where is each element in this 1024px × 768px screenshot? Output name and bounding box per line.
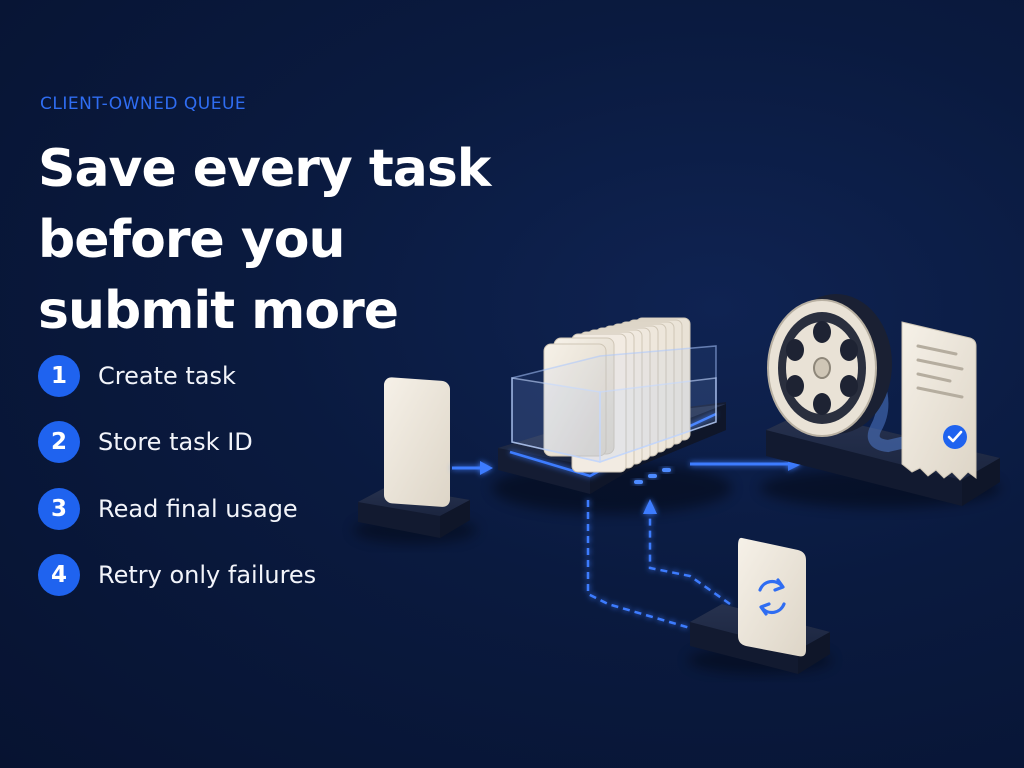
step-number-badge: 3	[38, 488, 80, 530]
step-label: Create task	[98, 362, 236, 390]
eyebrow-label: CLIENT-OWNED QUEUE	[40, 94, 247, 114]
queued-task-cards	[543, 317, 691, 473]
step-label: Store task ID	[98, 428, 253, 456]
step-label: Read final usage	[98, 495, 298, 523]
step-label: Retry only failures	[98, 561, 317, 589]
headline: Save every task before you submit more	[38, 139, 491, 341]
output-station	[760, 294, 1000, 508]
input-task-card	[384, 377, 450, 507]
retry-loop-path	[586, 499, 731, 630]
usage-receipt	[901, 321, 977, 481]
step-item-retry-only-failures: 4 Retry only failures	[38, 554, 316, 596]
retry-task-station	[688, 537, 832, 674]
check-circle-icon	[943, 425, 967, 449]
refresh-icon	[758, 578, 786, 616]
step-item-read-final-usage: 3 Read final usage	[38, 488, 298, 530]
step-number-badge: 2	[38, 421, 80, 463]
retry-task-card	[738, 537, 806, 657]
input-task-station	[353, 377, 477, 544]
arrow-to-queue	[452, 461, 493, 475]
task-queue-box	[492, 317, 732, 514]
step-item-store-task-id: 2 Store task ID	[38, 421, 253, 463]
step-number-badge: 4	[38, 554, 80, 596]
film-reel-icon	[767, 294, 892, 437]
step-number-badge: 1	[38, 355, 80, 397]
step-item-create-task: 1 Create task	[38, 355, 236, 397]
